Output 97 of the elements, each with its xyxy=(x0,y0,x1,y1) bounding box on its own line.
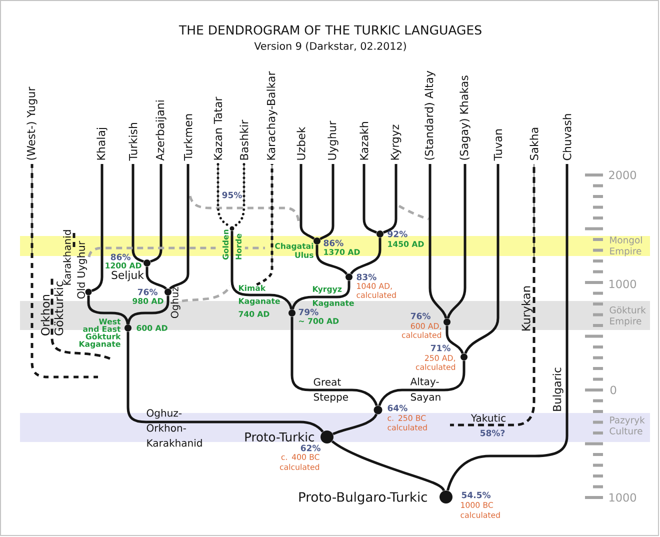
language-label: Uzbek xyxy=(296,126,306,160)
branch-line xyxy=(464,164,500,354)
branch-line xyxy=(169,164,190,290)
branch-label: Great Steppe xyxy=(314,378,348,403)
year-label: 2000 xyxy=(609,170,636,180)
language-label: Uyghur xyxy=(328,120,338,160)
branch-label: Kurykan xyxy=(522,286,532,330)
branch-line xyxy=(132,164,144,263)
branch-line xyxy=(88,246,266,258)
branch-line xyxy=(127,296,170,324)
branch-label: Orkhon Gökturkic xyxy=(40,281,64,336)
branch-line xyxy=(446,164,466,319)
branch-line xyxy=(150,164,162,263)
language-label: Kazan Tatar xyxy=(214,96,222,160)
percent-label: 64% xyxy=(388,404,408,412)
branch-line xyxy=(428,164,448,319)
branch-line xyxy=(316,244,348,275)
year-label: 1000 xyxy=(610,493,636,502)
branch-line xyxy=(382,164,398,234)
branch-line xyxy=(446,326,464,354)
branch-point xyxy=(374,406,382,414)
branch-line xyxy=(232,162,246,228)
branch-point xyxy=(444,318,450,326)
branch-label: Bulgaric xyxy=(552,368,564,411)
branch-point xyxy=(85,288,92,296)
title: THE DENDROGRAM OF THE TURKIC LANGUAGES xyxy=(178,25,482,35)
branch-point xyxy=(320,430,334,444)
branch-line xyxy=(91,164,104,292)
percent-label: 76% xyxy=(138,288,158,296)
year-label: 0 xyxy=(610,386,616,394)
percent-label: 58%? xyxy=(480,430,505,436)
branch-label: Oghuz xyxy=(170,286,180,318)
branch-point xyxy=(346,274,352,280)
branch-line xyxy=(126,332,324,433)
percent-label: 83% xyxy=(356,274,376,280)
branch-point xyxy=(460,354,468,360)
branch-label: Yakutic xyxy=(470,414,506,422)
node-label: Proto-Turkic xyxy=(245,432,314,442)
language-label: (Standard) Altay xyxy=(424,70,436,160)
percent-label: 54.5% xyxy=(462,492,491,498)
percent-label: 86% xyxy=(324,240,344,246)
language-label: Kyrgyz xyxy=(390,124,402,160)
period-label: Mongol Empire xyxy=(605,236,650,256)
language-label: Karachay-Balkar xyxy=(266,71,278,160)
language-label: Chuvash xyxy=(562,114,572,160)
branch-line xyxy=(378,360,466,406)
percent-label: 79% xyxy=(298,308,318,316)
branch-point xyxy=(144,260,150,266)
branch-label: Oghuz- Orkhon- Karakhanid xyxy=(146,409,202,447)
branch-line xyxy=(331,440,445,492)
language-label: Turkish xyxy=(128,122,138,161)
percent-label: 71% xyxy=(430,344,450,352)
period-label: Gökturk Empire xyxy=(605,301,650,330)
branch-line xyxy=(253,164,274,288)
branch-point xyxy=(376,230,384,238)
branch-line xyxy=(446,164,568,491)
language-label: Sakha xyxy=(530,128,538,160)
language-label: Bashkir xyxy=(240,120,248,160)
branch-point xyxy=(124,324,132,332)
branch-label: Altay- Sayan xyxy=(410,378,440,403)
branch-point xyxy=(164,288,172,296)
percent-label: 76% xyxy=(410,312,430,320)
branch-line xyxy=(350,238,382,275)
language-label: (West-) Yugur xyxy=(26,86,38,160)
branch-line xyxy=(290,316,378,406)
percent-label: 62% xyxy=(300,444,320,452)
branch-line xyxy=(362,164,378,234)
branch-line xyxy=(30,164,98,378)
branch-point xyxy=(230,226,234,231)
branch-line xyxy=(320,164,334,240)
language-label: (Sagay) Khakas xyxy=(460,76,470,160)
percent-label: 92% xyxy=(388,230,408,238)
percent-label: 95% xyxy=(222,192,242,198)
branch-line xyxy=(230,231,293,310)
language-label: Old Uyghur xyxy=(77,240,87,299)
language-label: Kazakh xyxy=(360,122,368,160)
language-label: Turkmen xyxy=(184,114,192,161)
branch-line xyxy=(300,164,315,240)
branch-line xyxy=(146,266,167,290)
branch-line xyxy=(87,296,129,324)
percent-label: 86% xyxy=(110,254,130,260)
branch-line xyxy=(216,162,232,228)
node-label: Proto-Bulgaro-Turkic xyxy=(299,492,427,504)
language-label: Azerbaijani xyxy=(156,100,166,161)
subtitle: Version 9 (Darkstar, 02.2012) xyxy=(254,42,406,52)
branch-label: Seljuk xyxy=(112,270,144,282)
branch-point xyxy=(288,310,296,316)
period-label: Pazyryk Culture xyxy=(605,413,650,442)
branch-line xyxy=(332,414,378,436)
branch-point xyxy=(440,490,452,504)
year-label: 1000 xyxy=(610,280,636,288)
branch-point xyxy=(314,238,320,244)
branch-line xyxy=(291,280,350,310)
branch-line xyxy=(450,164,536,426)
branch-label: Karakhanid xyxy=(63,230,71,285)
language-label: Khalaj xyxy=(96,128,108,160)
language-label: Tuvan xyxy=(494,129,502,161)
